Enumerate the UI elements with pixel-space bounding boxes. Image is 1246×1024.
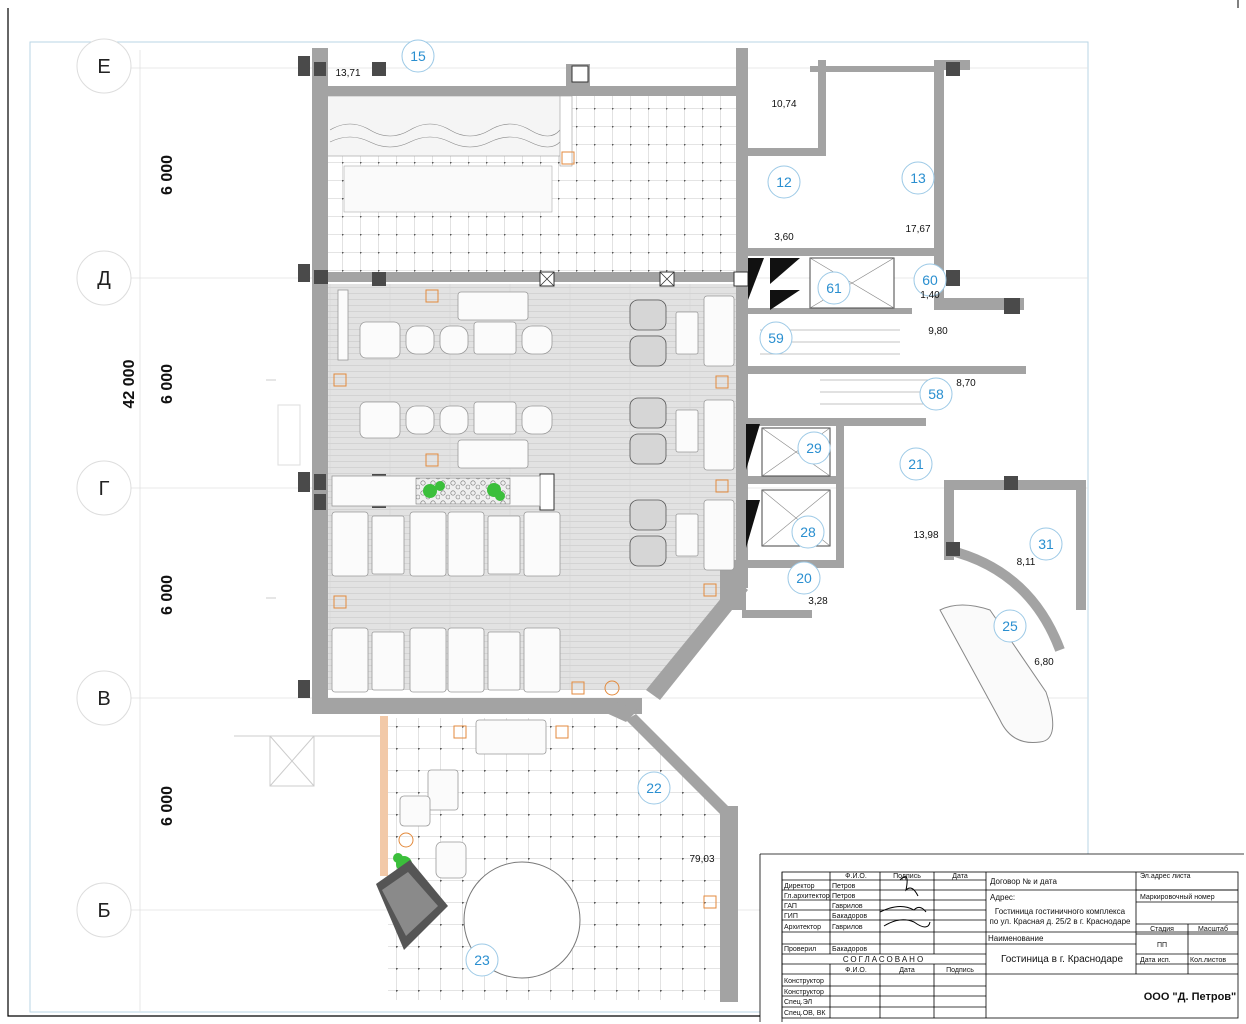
room-area: 9,80 [928,326,948,337]
tb-staff-name: Гаврилов [832,924,863,931]
title-block: Ф.И.О. Подпись Дата Директор Петров Гл.а… [759,853,1244,1022]
dimension-label: 6 000 [159,575,176,615]
room-number: 21 [908,456,924,472]
room-number: 58 [928,386,944,402]
tb-scale-label: Масштаб [1198,925,1228,933]
tb-checked-role: Проверил [784,946,816,953]
tb-agreed: СОГЛАСОВАНО [843,955,925,964]
room-area: 8,11 [1017,557,1036,568]
room-number: 31 [1038,536,1054,552]
tb-address-label: Адрес: [990,893,1015,902]
room-area: 8,70 [956,378,976,389]
room-number: 15 [410,48,426,64]
room-number: 28 [800,524,816,540]
tb-stage-label: Стадия [1150,926,1174,933]
tb-marking-label: Маркировочный номер [1140,893,1215,901]
tb-agreed-signature: Подпись [946,967,974,974]
dimension-label: 6 000 [159,786,176,826]
dimension-label: 6 000 [159,364,176,404]
room-area: 3,28 [808,596,828,607]
tb-agreed-role: Спец.ЭЛ [784,999,812,1006]
tb-staff-name: Гаврилов [832,903,863,910]
room-number: 61 [826,280,842,296]
tb-address-line2: по ул. Красная д. 25/2 в г. Краснодаре [990,917,1132,926]
tb-staff-role: Гл.архитектор [784,893,830,900]
tb-stage-value: ПП [1157,942,1167,949]
axis-label-e: Е [97,56,110,78]
tb-staff-role: Архитектор [784,924,821,931]
dimension-label: 6 000 [159,155,176,195]
dimensions: 6 000 6 000 6 000 6 000 42 000 [121,155,176,826]
tb-name-label: Наименование [988,934,1044,943]
room-number: 23 [474,952,490,968]
tb-agreed-fio: Ф.И.О. [845,967,867,974]
room-area: 13,98 [913,530,938,541]
room-area: 6,80 [1034,657,1054,668]
room-labels: 15 13,71 10,74 12 3,60 13 17,67 60 1,40 … [335,39,1063,977]
tb-address-line1: Гостиница гостиничного комплекса [995,907,1126,916]
room-area: 10,74 [771,99,796,110]
room-number: 25 [1002,618,1018,634]
tb-company: ООО "Д. Петров" [1144,991,1237,1003]
tb-staff-role: ГИП [784,913,798,920]
tb-agreed-date: Дата [899,967,915,974]
room-number: 59 [768,330,784,346]
room-area: 79,03 [689,854,714,865]
tb-checked-name: Бакадоров [832,946,867,953]
room-number: 22 [646,780,662,796]
tb-staff-role: ГАП [784,903,797,910]
room-area: 13,71 [335,68,360,79]
room-number: 13 [910,170,926,186]
axis-markers: Е Д Г В Б [76,38,132,938]
axis-label-b: Б [97,900,110,922]
tb-agreed-role: Спец.ОВ, ВК [784,1010,826,1017]
axis-label-g: Г [99,478,110,500]
tb-agreed-role: Конструктор [784,989,824,996]
total-dimension-label: 42 000 [121,359,138,408]
signature-marks [879,876,931,928]
tb-email-label: Эл.адрес листа [1140,873,1191,880]
tb-contract: Договор № и дата [990,877,1057,886]
room-number: 20 [796,570,812,586]
tb-issue-date-label: Дата исп. [1140,957,1171,964]
room-number: 12 [776,174,792,190]
tb-staff-name: Бакадоров [832,913,867,920]
tb-header-fio: Ф.И.О. [845,873,867,880]
tb-name-value: Гостиница в г. Краснодаре [1001,954,1123,965]
tb-header-signature: Подпись [893,873,921,880]
room-number: 29 [806,440,822,456]
axis-label-d: Д [97,268,111,290]
tb-sheets-label: Кол.листов [1190,957,1226,964]
room-area: 3,60 [774,232,794,243]
tb-staff-name: Петров [832,893,856,900]
room-number: 60 [922,272,938,288]
room-area: 1,40 [920,290,940,301]
room-area: 17,67 [905,224,930,235]
tb-staff-name: Петров [832,883,856,890]
tb-staff-role: Директор [784,883,815,890]
tb-agreed-role: Конструктор [784,978,824,985]
axis-label-v: В [97,688,110,710]
tb-header-date: Дата [952,873,968,880]
